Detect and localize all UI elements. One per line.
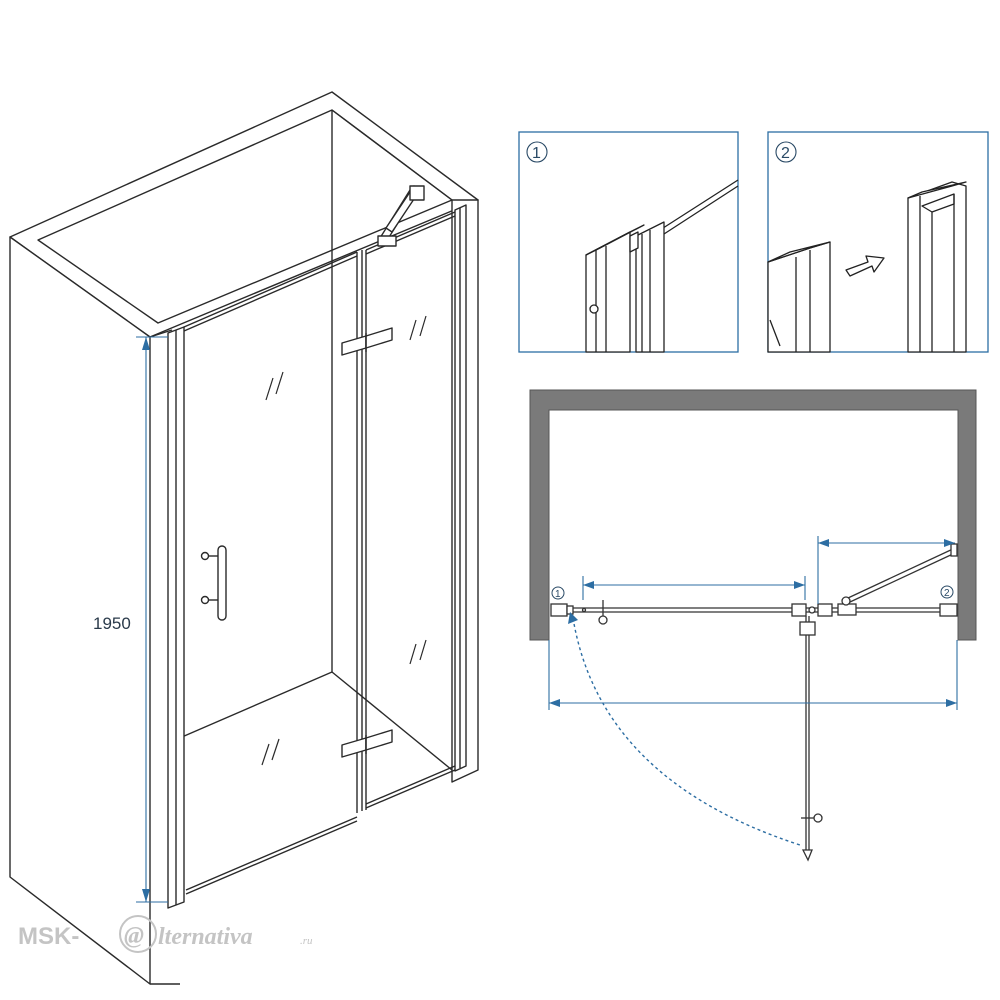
fixed-panel (365, 211, 456, 809)
watermark-at: @ (124, 923, 144, 949)
wall-profile-illustration-2 (767, 181, 967, 353)
door-frame (167, 204, 467, 909)
plan-marker-left: 1 (555, 589, 561, 600)
room-walls (9, 91, 479, 985)
plan-open-door (799, 616, 823, 862)
isometric-shower-view (9, 91, 479, 985)
watermark-at-circle (119, 915, 157, 953)
plan-marker-right-circle (940, 585, 954, 599)
plan-swing-arrow-icon (568, 612, 578, 624)
door-panel (183, 251, 358, 895)
height-dimension-label: 1950 (93, 614, 131, 633)
plan-marker-right: 2 (944, 588, 950, 599)
glass-reflection-marks (261, 315, 427, 766)
plan-walls (529, 389, 977, 641)
lower-hinge (341, 729, 393, 758)
stabilizer-bar (377, 185, 425, 247)
watermark-prefix: MSK- (18, 923, 79, 950)
detail-1-number-circle (526, 141, 548, 163)
slide-arrow-icon (845, 255, 885, 277)
detail-2-number-circle (775, 141, 797, 163)
plan-swing-arc (572, 617, 801, 846)
plan-marker-left-circle (551, 586, 565, 600)
plan-view: 1 2 (529, 389, 977, 862)
detail-box-2: 2 (767, 131, 989, 353)
detail-box-1: 1 (518, 131, 739, 353)
upper-hinge (341, 327, 393, 356)
detail-1-number: 1 (532, 145, 541, 162)
detail-2-number: 2 (781, 145, 790, 162)
watermark-domain: .ru (300, 935, 313, 947)
door-handle (200, 545, 227, 621)
watermark-logo: MSK- @ lternativa .ru (18, 915, 313, 953)
watermark-rest: lternativa (158, 924, 253, 950)
height-dimension (136, 336, 168, 903)
plan-glass-line (550, 543, 958, 625)
wall-profile-illustration-1 (585, 179, 739, 353)
plan-dimensions (548, 536, 958, 710)
